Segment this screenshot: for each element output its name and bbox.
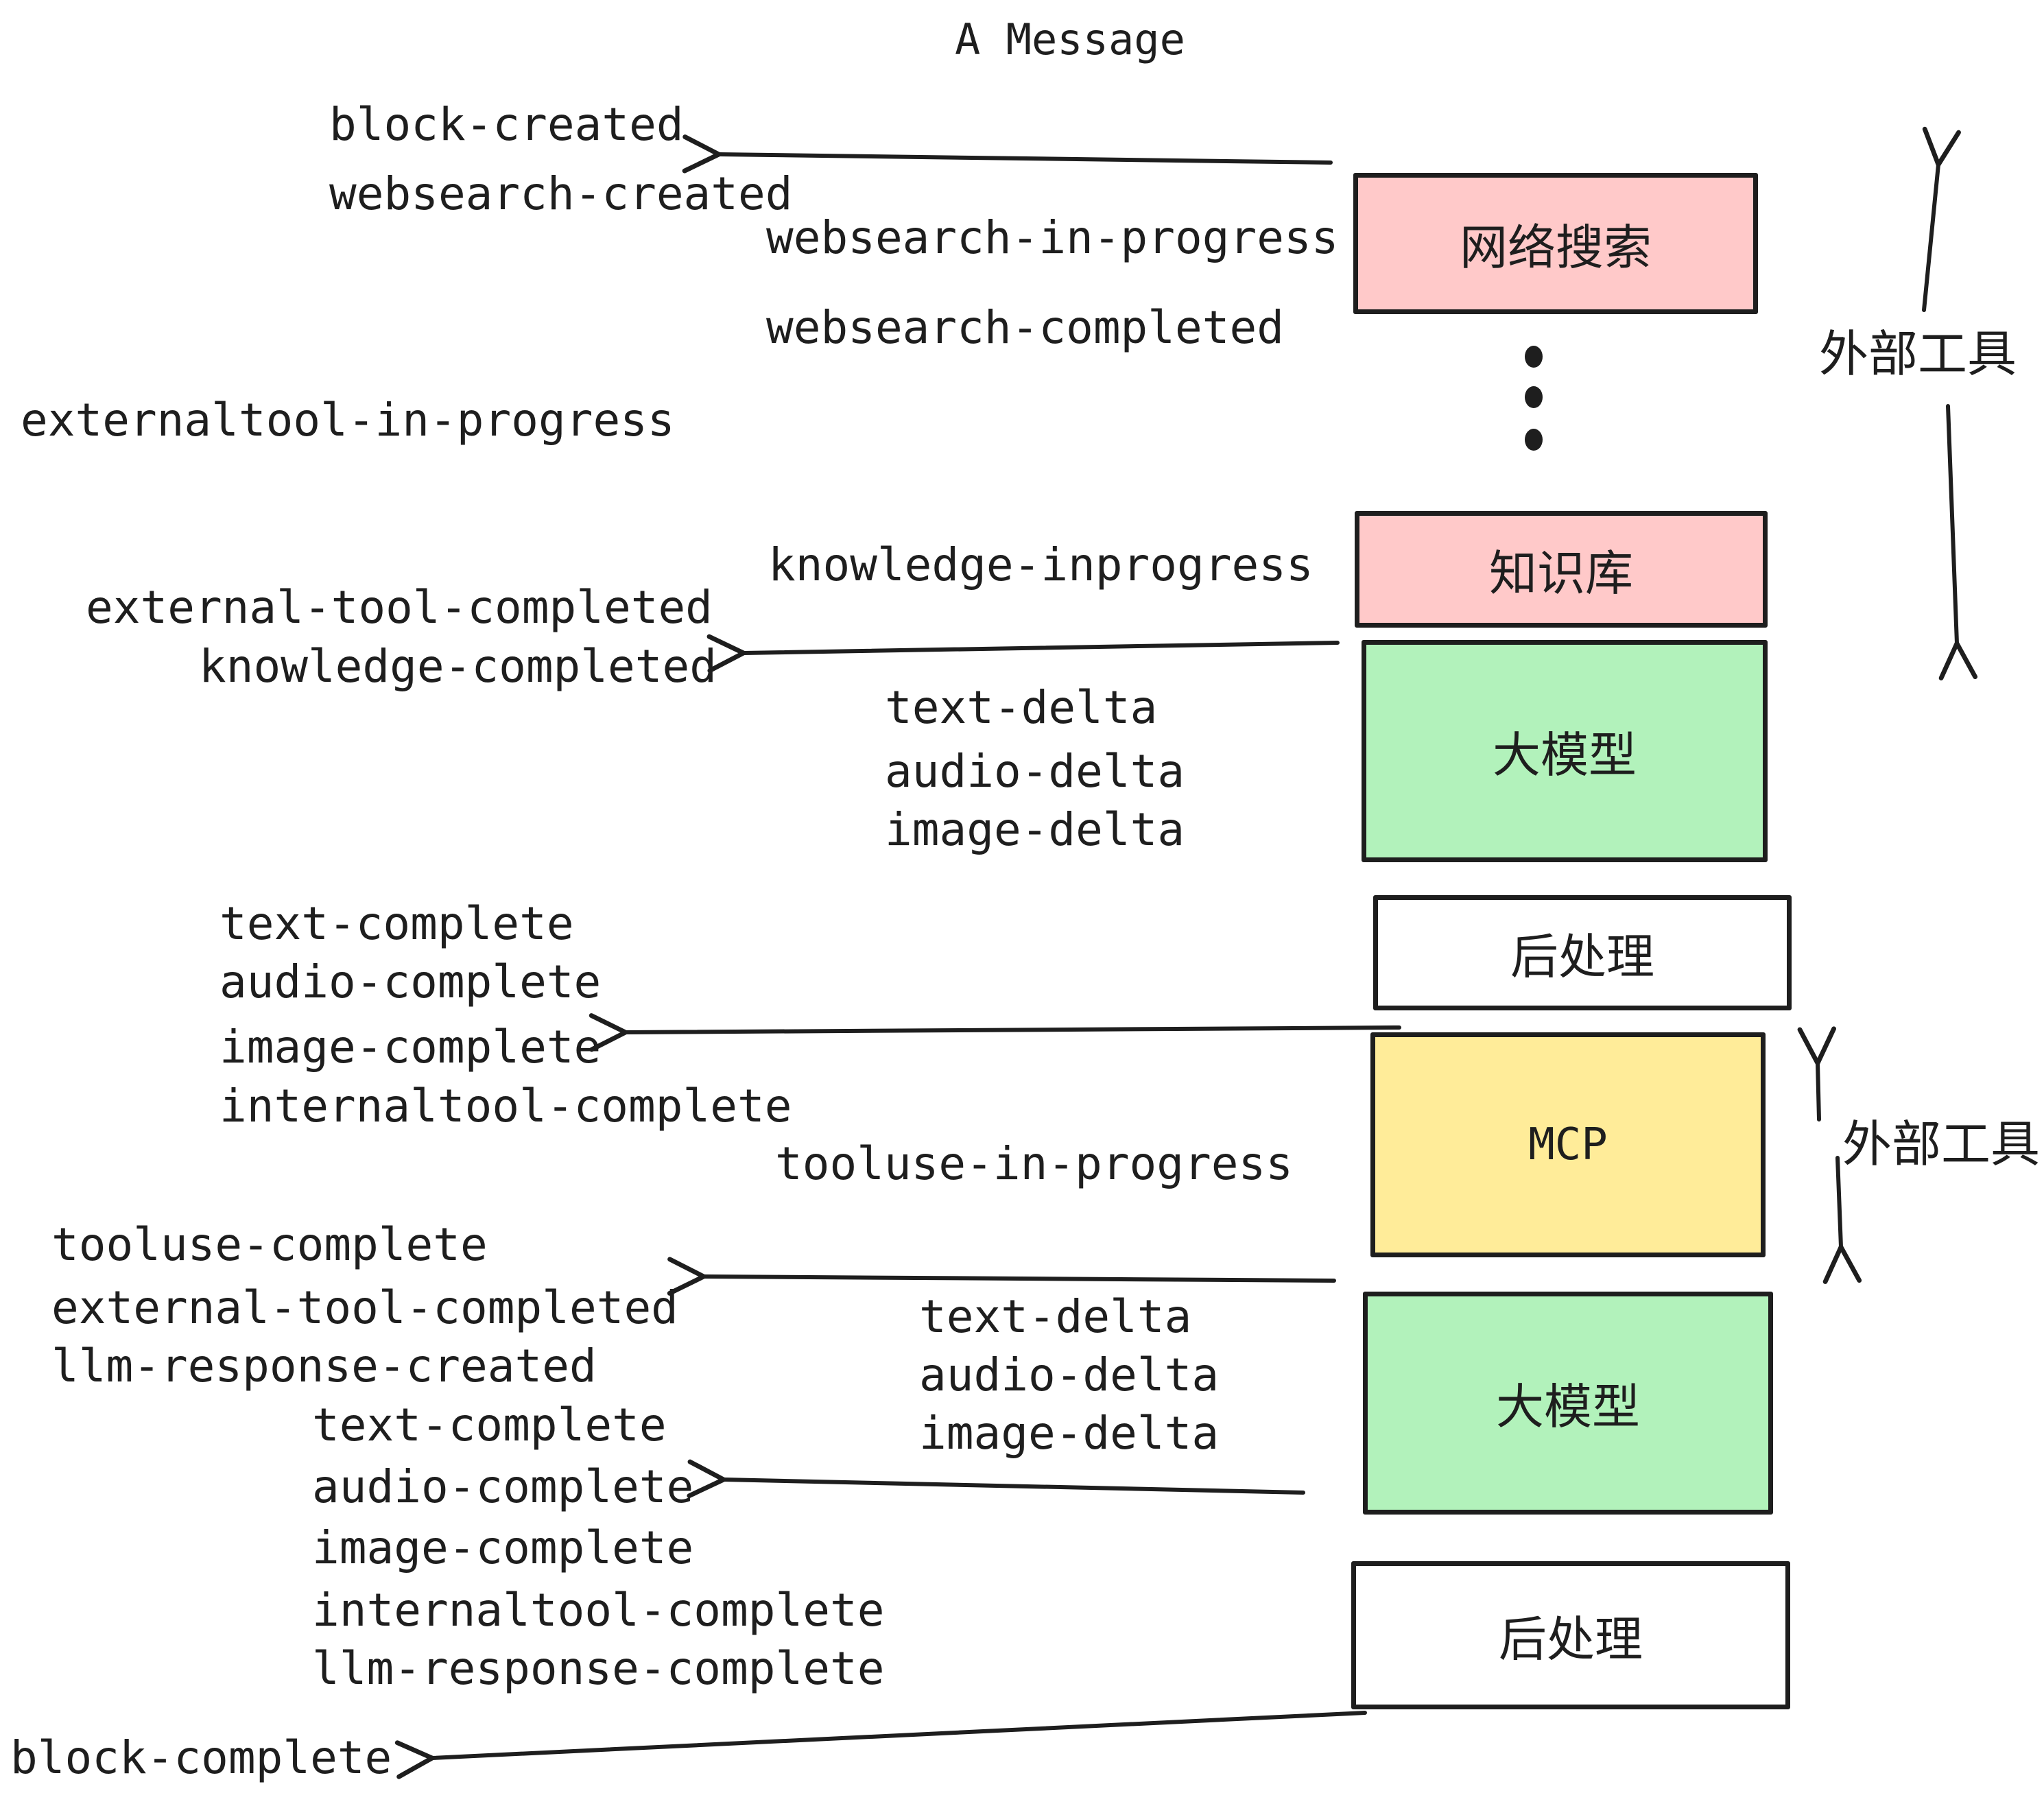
arrow-websearch-created <box>682 134 1333 174</box>
event-label-audio-complete-1: audio-complete <box>219 956 602 1008</box>
event-label-block-created: block-created <box>329 98 684 151</box>
box-llm-1-label: 大模型 <box>1493 726 1637 783</box>
box-llm-2: 大模型 <box>1363 1292 1773 1515</box>
event-label-knowledge-inprogress: knowledge-inprogress <box>768 538 1314 591</box>
event-label-external-tool-completed-1: external-tool-completed <box>86 581 713 634</box>
diagram-title: A Message <box>955 14 1185 64</box>
box-websearch: 网络搜索 <box>1353 173 1758 314</box>
arrow-external-tools-top-up <box>1922 126 1961 312</box>
event-label-llm-response-complete: llm-response-complete <box>312 1642 885 1695</box>
event-label-image-delta-2: image-delta <box>919 1407 1220 1460</box>
event-label-websearch-created: websearch-created <box>329 167 793 220</box>
box-websearch-label: 网络搜索 <box>1460 219 1652 276</box>
event-label-external-tool-completed-2: external-tool-completed <box>51 1281 678 1334</box>
event-label-audio-delta-2: audio-delta <box>919 1349 1220 1401</box>
event-label-websearch-in-progress: websearch-in-progress <box>766 211 1339 264</box>
event-label-image-delta-1: image-delta <box>885 803 1185 856</box>
arrow-tooluse-complete <box>667 1257 1336 1296</box>
event-label-websearch-completed: websearch-completed <box>766 301 1284 354</box>
box-postprocess-1-label: 后处理 <box>1510 928 1654 985</box>
event-label-text-delta-1: text-delta <box>885 681 1158 734</box>
event-label-text-complete-1: text-complete <box>219 897 574 950</box>
arrow-image-complete-1 <box>589 1013 1401 1052</box>
arrow-external-tools-top-down <box>1938 404 1978 680</box>
box-mcp-label: MCP <box>1528 1119 1608 1170</box>
event-label-tooluse-complete: tooluse-complete <box>51 1218 488 1271</box>
event-label-audio-complete-2: audio-complete <box>312 1460 694 1513</box>
event-label-llm-response-created: llm-response-created <box>51 1340 597 1392</box>
event-label-block-complete: block-complete <box>10 1731 392 1784</box>
vertical-ellipsis-dots <box>1525 346 1543 451</box>
event-label-internaltool-complete-2: internaltool-complete <box>312 1584 885 1637</box>
external-tools-mcp-label: 外部工具 <box>1842 1115 2041 1173</box>
event-label-text-complete-2: text-complete <box>312 1399 667 1451</box>
event-label-internaltool-complete-1: internaltool-complete <box>219 1080 792 1132</box>
arrow-external-tools-mcp-down <box>1822 1156 1862 1284</box>
box-postprocess-1: 后处理 <box>1373 895 1792 1010</box>
arrow-external-tools-mcp-up <box>1797 1026 1836 1121</box>
box-llm-2-label: 大模型 <box>1496 1379 1640 1435</box>
arrow-block-complete <box>394 1711 1367 1779</box>
event-label-externaltool-in-progress: externaltool-in-progress <box>21 394 675 447</box>
box-postprocess-2: 后处理 <box>1351 1561 1790 1709</box>
box-mcp: MCP <box>1370 1032 1766 1257</box>
external-tools-top-label: 外部工具 <box>1819 325 2017 383</box>
event-label-tooluse-in-progress: tooluse-in-progress <box>775 1137 1293 1190</box>
event-label-knowledge-completed: knowledge-completed <box>199 640 717 693</box>
event-label-image-complete-1: image-complete <box>219 1021 602 1073</box>
event-label-text-delta-2: text-delta <box>919 1290 1192 1343</box>
box-knowledge-base: 知识库 <box>1355 511 1768 628</box>
box-llm-1: 大模型 <box>1362 640 1768 862</box>
event-label-image-complete-2: image-complete <box>312 1521 694 1574</box>
arrow-audio-complete-2 <box>687 1459 1305 1499</box>
box-knowledge-base-label: 知识库 <box>1489 545 1633 602</box>
box-postprocess-2-label: 后处理 <box>1499 1611 1643 1667</box>
arrow-knowledge-completed <box>706 634 1340 674</box>
event-label-audio-delta-1: audio-delta <box>885 745 1185 798</box>
